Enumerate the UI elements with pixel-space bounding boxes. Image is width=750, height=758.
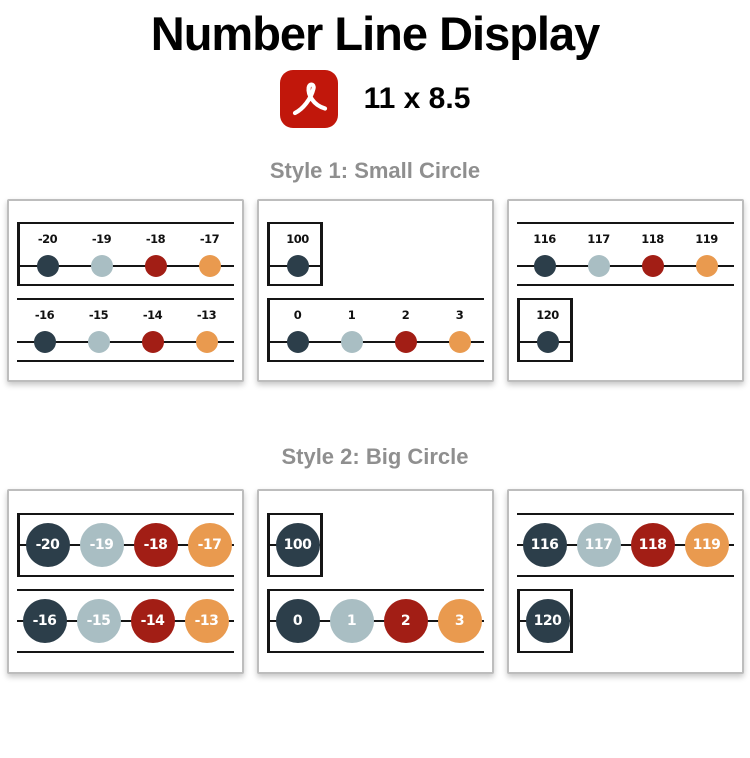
- number-line-strip: 120: [516, 297, 573, 362]
- number-label: 1: [347, 307, 356, 322]
- number-circle: [90, 254, 113, 277]
- number-circle: 100: [275, 522, 320, 567]
- page-preview-panel: -20 -19 -18 -17 -16 -15 -14 -13: [6, 198, 244, 382]
- number-circle: -13: [184, 598, 229, 643]
- number-circle: -15: [76, 598, 121, 643]
- number-label: -13: [196, 307, 217, 322]
- number-circle: 120: [525, 598, 570, 643]
- number-label: 120: [536, 307, 559, 322]
- number-label: -15: [88, 307, 109, 322]
- page-preview-panel: -20-19-18-17 -16-15-14-13: [6, 488, 244, 674]
- number-circle: -16: [22, 598, 67, 643]
- page-size-label: 11 x 8.5: [363, 81, 471, 115]
- number-circle: -20: [25, 522, 70, 567]
- number-label: 2: [401, 307, 410, 322]
- number-line-strip: 0 1 2 3: [266, 297, 484, 362]
- number-label: 118: [641, 231, 664, 246]
- number-circle: 119: [684, 522, 729, 567]
- number-circle: [533, 254, 556, 277]
- number-line: [269, 619, 484, 622]
- number-circle: [195, 330, 218, 353]
- number-circle: -18: [133, 522, 178, 567]
- number-circle: [33, 330, 56, 353]
- number-line: [269, 340, 484, 343]
- number-line: [16, 340, 234, 343]
- acrobat-glyph: [292, 82, 327, 115]
- number-circle: [448, 330, 471, 353]
- number-circle: 3: [437, 598, 482, 643]
- number-circle: -17: [187, 522, 232, 567]
- number-circle: [695, 254, 718, 277]
- number-circle: [198, 254, 221, 277]
- number-circle: [641, 254, 664, 277]
- number-line: [19, 264, 234, 267]
- number-label: -17: [199, 231, 220, 246]
- number-line: [16, 619, 234, 622]
- number-circle: [141, 330, 164, 353]
- page-preview-panel: 116 117 118 119 120: [506, 198, 744, 382]
- number-label: 117: [587, 231, 610, 246]
- pdf-info-row: 11 x 8.5: [0, 69, 750, 128]
- number-line-strip: -16 -15 -14 -13: [16, 297, 234, 362]
- number-line: [516, 543, 734, 546]
- number-label: -19: [91, 231, 112, 246]
- number-circle: 2: [383, 598, 428, 643]
- number-circle: 1: [329, 598, 374, 643]
- number-line: [516, 264, 734, 267]
- number-line-strip: 116 117 118 119: [516, 221, 734, 286]
- number-circle: [340, 330, 363, 353]
- number-label: -20: [37, 231, 58, 246]
- number-line-strip: -20-19-18-17: [16, 512, 234, 577]
- number-circle: -14: [130, 598, 175, 643]
- number-label: 119: [695, 231, 718, 246]
- number-label: -16: [34, 307, 55, 322]
- number-line-strip: -20 -19 -18 -17: [16, 221, 234, 286]
- number-line-strip: -16-15-14-13: [16, 588, 234, 653]
- panels-row-0: -20 -19 -18 -17 -16 -15 -14 -13 100 0 1 2 3 116 117 118…: [0, 198, 750, 382]
- number-line-strip: 100: [266, 221, 323, 286]
- number-circle: -19: [79, 522, 124, 567]
- number-circle: [536, 330, 559, 353]
- number-line: [19, 543, 234, 546]
- page-preview-panel: 100 0 1 2 3: [256, 198, 494, 382]
- number-circle: [286, 254, 309, 277]
- section-heading-style-2: Style 2: Big Circle: [281, 443, 469, 469]
- number-circle: [36, 254, 59, 277]
- section-heading-style-1: Style 1: Small Circle: [269, 157, 481, 183]
- number-label: 3: [455, 307, 464, 322]
- number-line-strip: 100: [266, 512, 323, 577]
- number-label: 116: [533, 231, 556, 246]
- page-title: Number Line Display: [150, 7, 601, 60]
- number-circle: 0: [275, 598, 320, 643]
- number-circle: 116: [522, 522, 567, 567]
- number-line-strip: 120: [516, 588, 573, 653]
- number-circle: 117: [576, 522, 621, 567]
- number-circle: [394, 330, 417, 353]
- adobe-pdf-icon[interactable]: [279, 69, 338, 128]
- number-circle: [286, 330, 309, 353]
- number-label: -18: [145, 231, 166, 246]
- number-circle: [144, 254, 167, 277]
- number-label: 0: [293, 307, 302, 322]
- number-circle: [87, 330, 110, 353]
- number-label: 100: [286, 231, 309, 246]
- number-circle: [587, 254, 610, 277]
- number-circle: 118: [630, 522, 675, 567]
- number-label: -14: [142, 307, 163, 322]
